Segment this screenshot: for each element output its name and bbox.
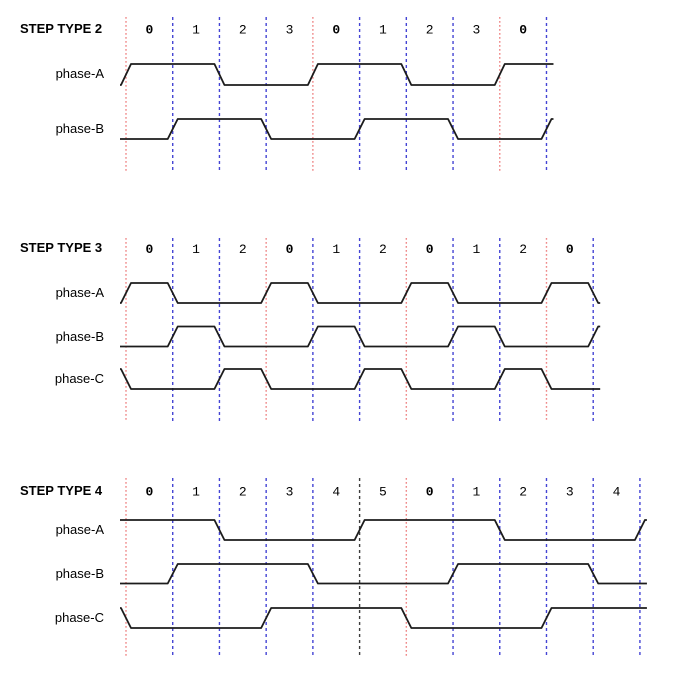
step-number-label: 0 <box>566 242 574 257</box>
phase-label: phase-B <box>55 121 104 136</box>
step-number-label: 1 <box>192 23 200 38</box>
section-title-step-type-3: STEP TYPE 3 <box>20 240 103 255</box>
step-number-label: 1 <box>192 485 200 500</box>
step-number-label: 4 <box>332 485 340 500</box>
step-number-label: 1 <box>472 485 480 500</box>
phase-label: phase-B <box>55 566 104 581</box>
waveform-phase-A <box>120 63 554 86</box>
step-number-label: 3 <box>286 23 294 38</box>
step-number-label: 2 <box>239 23 247 38</box>
step-number-label: 3 <box>566 485 574 500</box>
step-number-label: 1 <box>332 242 340 257</box>
phase-label: phase-C <box>54 610 104 625</box>
step-number-label: 0 <box>332 23 340 38</box>
step-number-label: 2 <box>239 485 247 500</box>
waveform-phase-B <box>120 325 601 348</box>
step-number-label: 0 <box>426 242 434 257</box>
section-title-step-type-4: STEP TYPE 4 <box>20 483 103 498</box>
step-number-label: 0 <box>145 485 153 500</box>
step-number-label: 0 <box>519 23 527 38</box>
step-number-label: 1 <box>379 23 387 38</box>
step-number-label: 2 <box>519 485 527 500</box>
step-number-label: 0 <box>145 23 153 38</box>
phase-label: phase-B <box>55 329 104 344</box>
phase-label: phase-C <box>54 371 104 386</box>
waveform-phase-A <box>120 282 601 304</box>
step-number-label: 0 <box>286 242 294 257</box>
waveform-phase-B <box>120 563 647 585</box>
step-number-label: 0 <box>145 242 153 257</box>
phase-label: phase-A <box>55 522 104 537</box>
step-number-label: 4 <box>613 485 621 500</box>
step-number-label: 2 <box>519 242 527 257</box>
waveform-phase-B <box>120 118 554 140</box>
phase-label: phase-A <box>55 285 104 300</box>
phase-label: phase-A <box>55 66 104 81</box>
step-number-label: 3 <box>472 23 480 38</box>
waveform-phase-C <box>120 368 601 390</box>
step-number-label: 5 <box>379 485 387 500</box>
waveform-phase-C <box>120 607 647 629</box>
step-number-label: 2 <box>426 23 434 38</box>
step-number-label: 2 <box>379 242 387 257</box>
step-number-label: 0 <box>426 485 434 500</box>
step-number-label: 1 <box>472 242 480 257</box>
step-number-label: 1 <box>192 242 200 257</box>
section-title-step-type-2: STEP TYPE 2 <box>20 21 103 36</box>
step-number-label: 2 <box>239 242 247 257</box>
waveform-phase-A <box>120 519 647 541</box>
step-number-label: 3 <box>286 485 294 500</box>
